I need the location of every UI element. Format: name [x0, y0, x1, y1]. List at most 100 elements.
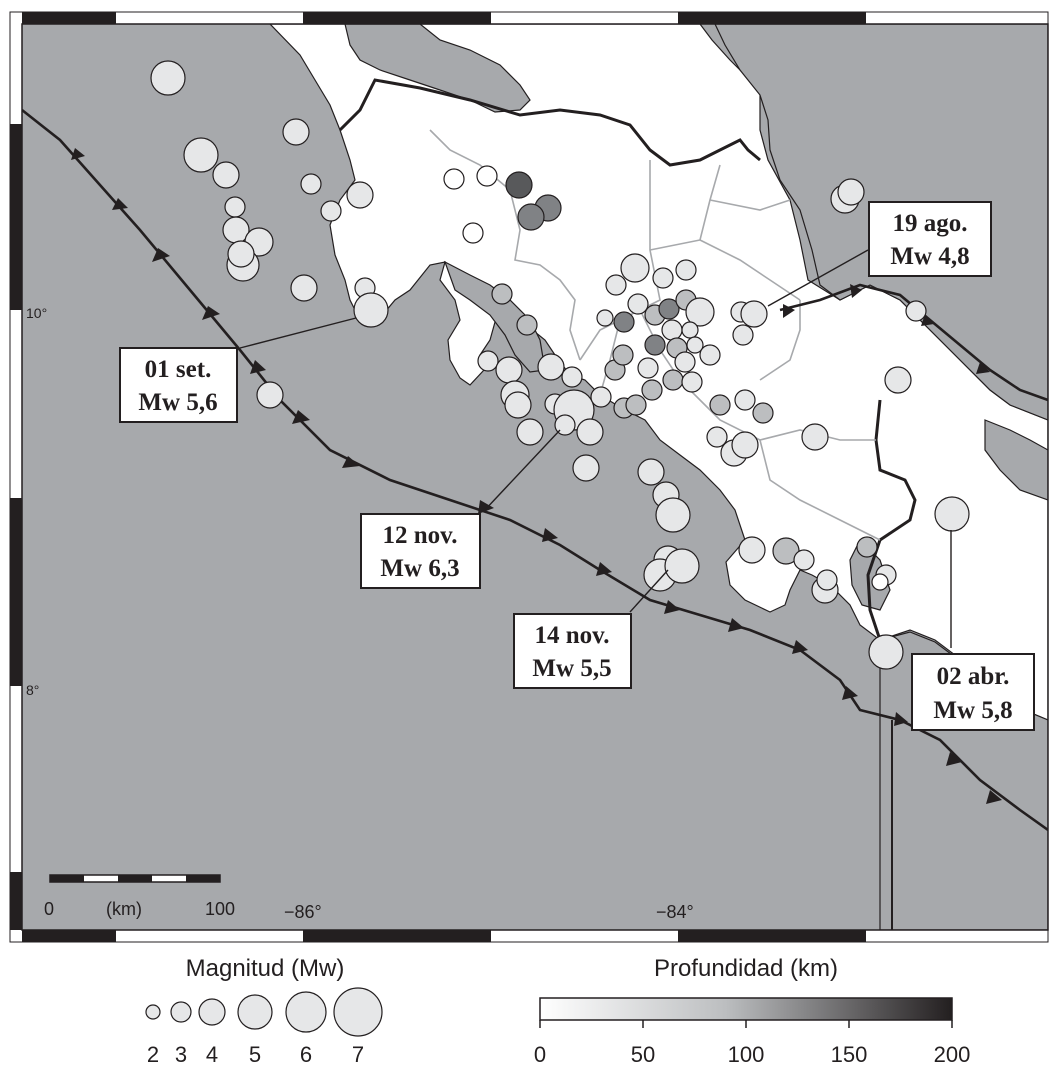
event: [868, 634, 904, 670]
border-nicaragua-costa-rica: [338, 78, 761, 167]
callout-leaders: [239, 249, 952, 648]
event: [856, 536, 878, 558]
event: [740, 300, 768, 328]
callout-19-ago: 19 ago. Mw 4,8: [868, 201, 992, 277]
depth-legend-title: Profundidad (km): [654, 955, 838, 982]
gulf-of-nicoya: [443, 260, 546, 373]
event: [801, 423, 829, 451]
event: [871, 573, 889, 591]
province-borders: [429, 129, 881, 541]
event: [282, 118, 310, 146]
callout-date: 12 nov.: [382, 522, 457, 549]
event: [934, 496, 970, 532]
event: [681, 371, 703, 393]
border-costa-rica-panama: [866, 399, 917, 641]
callout-magnitude: Mw 6,3: [380, 555, 459, 582]
event: [905, 300, 927, 322]
event: [637, 357, 659, 379]
magnitude-label: 7: [352, 1042, 364, 1067]
magnitude-symbol-7: [333, 987, 383, 1037]
event: [686, 336, 704, 354]
event: [495, 356, 523, 384]
event: [675, 259, 697, 281]
outer-frame: [9, 11, 1049, 943]
event: [300, 173, 322, 195]
event: [731, 431, 759, 459]
event: [572, 454, 600, 482]
magnitude-symbol-6: [285, 991, 327, 1033]
scale-unit: (km): [106, 899, 142, 919]
callout-magnitude: Mw 5,5: [532, 655, 611, 682]
event: [655, 497, 691, 533]
map-graticule-border: [10, 12, 866, 942]
event: [256, 381, 284, 409]
event: [443, 168, 465, 190]
event: [641, 379, 663, 401]
event: [590, 386, 612, 408]
event: [605, 274, 627, 296]
event: [517, 203, 545, 231]
event: [793, 549, 815, 571]
depth-color-bar: [539, 997, 953, 1021]
event: [462, 222, 484, 244]
event: [561, 366, 583, 388]
event: [576, 418, 604, 446]
scale-start: 0: [44, 899, 54, 919]
event: [183, 137, 219, 173]
event: [516, 418, 544, 446]
callout-date: 02 abr.: [937, 663, 1010, 690]
event: [699, 344, 721, 366]
scale-end: 100: [205, 899, 235, 919]
magnitude-label: 2: [147, 1042, 159, 1067]
event: [516, 314, 538, 336]
magnitude-symbol-5: [237, 994, 273, 1030]
event: [734, 389, 756, 411]
depth-legend: Profundidad (km) 0 50 100 150 200: [534, 955, 970, 1067]
event: [681, 321, 699, 339]
callout-02-abr: 02 abr. Mw 5,8: [911, 653, 1035, 731]
callout-magnitude: Mw 5,8: [933, 697, 1012, 724]
event: [224, 196, 246, 218]
callout-date: 19 ago.: [893, 210, 968, 237]
scale-bar: 0 (km) 100: [44, 874, 235, 919]
callout-magnitude: Mw 5,6: [138, 389, 217, 416]
depth-tick-label: 50: [631, 1042, 655, 1067]
event: [706, 426, 728, 448]
event: [674, 351, 696, 373]
event: [662, 369, 684, 391]
magnitude-symbol-3: [170, 1001, 192, 1023]
caribbean-lagoon: [984, 419, 1048, 501]
event: [884, 366, 912, 394]
lon-label-86: −86°: [284, 902, 322, 922]
event: [612, 344, 634, 366]
event: [477, 350, 499, 372]
map-panel: 10° 8° −86° −84° 0 (km) 100 01 set. Mw 5…: [9, 11, 1049, 943]
magnitude-legend: Magnitud (Mw) 2 3 4 5 6 7: [145, 955, 383, 1067]
event: [290, 274, 318, 302]
event: [664, 548, 700, 584]
event: [212, 161, 240, 189]
depth-tick-label: 0: [534, 1042, 546, 1067]
callout-magnitude: Mw 4,8: [890, 243, 969, 270]
event: [732, 324, 754, 346]
magnitude-label: 3: [175, 1042, 187, 1067]
event: [627, 293, 649, 315]
lat-label-8: 8°: [26, 682, 39, 698]
event: [505, 171, 533, 199]
event: [613, 311, 635, 333]
event: [661, 319, 683, 341]
depth-tick-label: 100: [728, 1042, 765, 1067]
callout-12-nov: 12 nov. Mw 6,3: [360, 513, 481, 589]
subduction-trench: [22, 108, 1048, 832]
earthquake-events: [150, 60, 970, 670]
event: [150, 60, 186, 96]
event: [476, 165, 498, 187]
event: [752, 402, 774, 424]
event: [658, 298, 680, 320]
event: [504, 391, 532, 419]
event: [596, 309, 614, 327]
callout-date: 01 set.: [145, 356, 212, 383]
depth-tick-label: 200: [934, 1042, 971, 1067]
magnitude-label: 6: [300, 1042, 312, 1067]
lat-label-10: 10°: [26, 305, 47, 321]
